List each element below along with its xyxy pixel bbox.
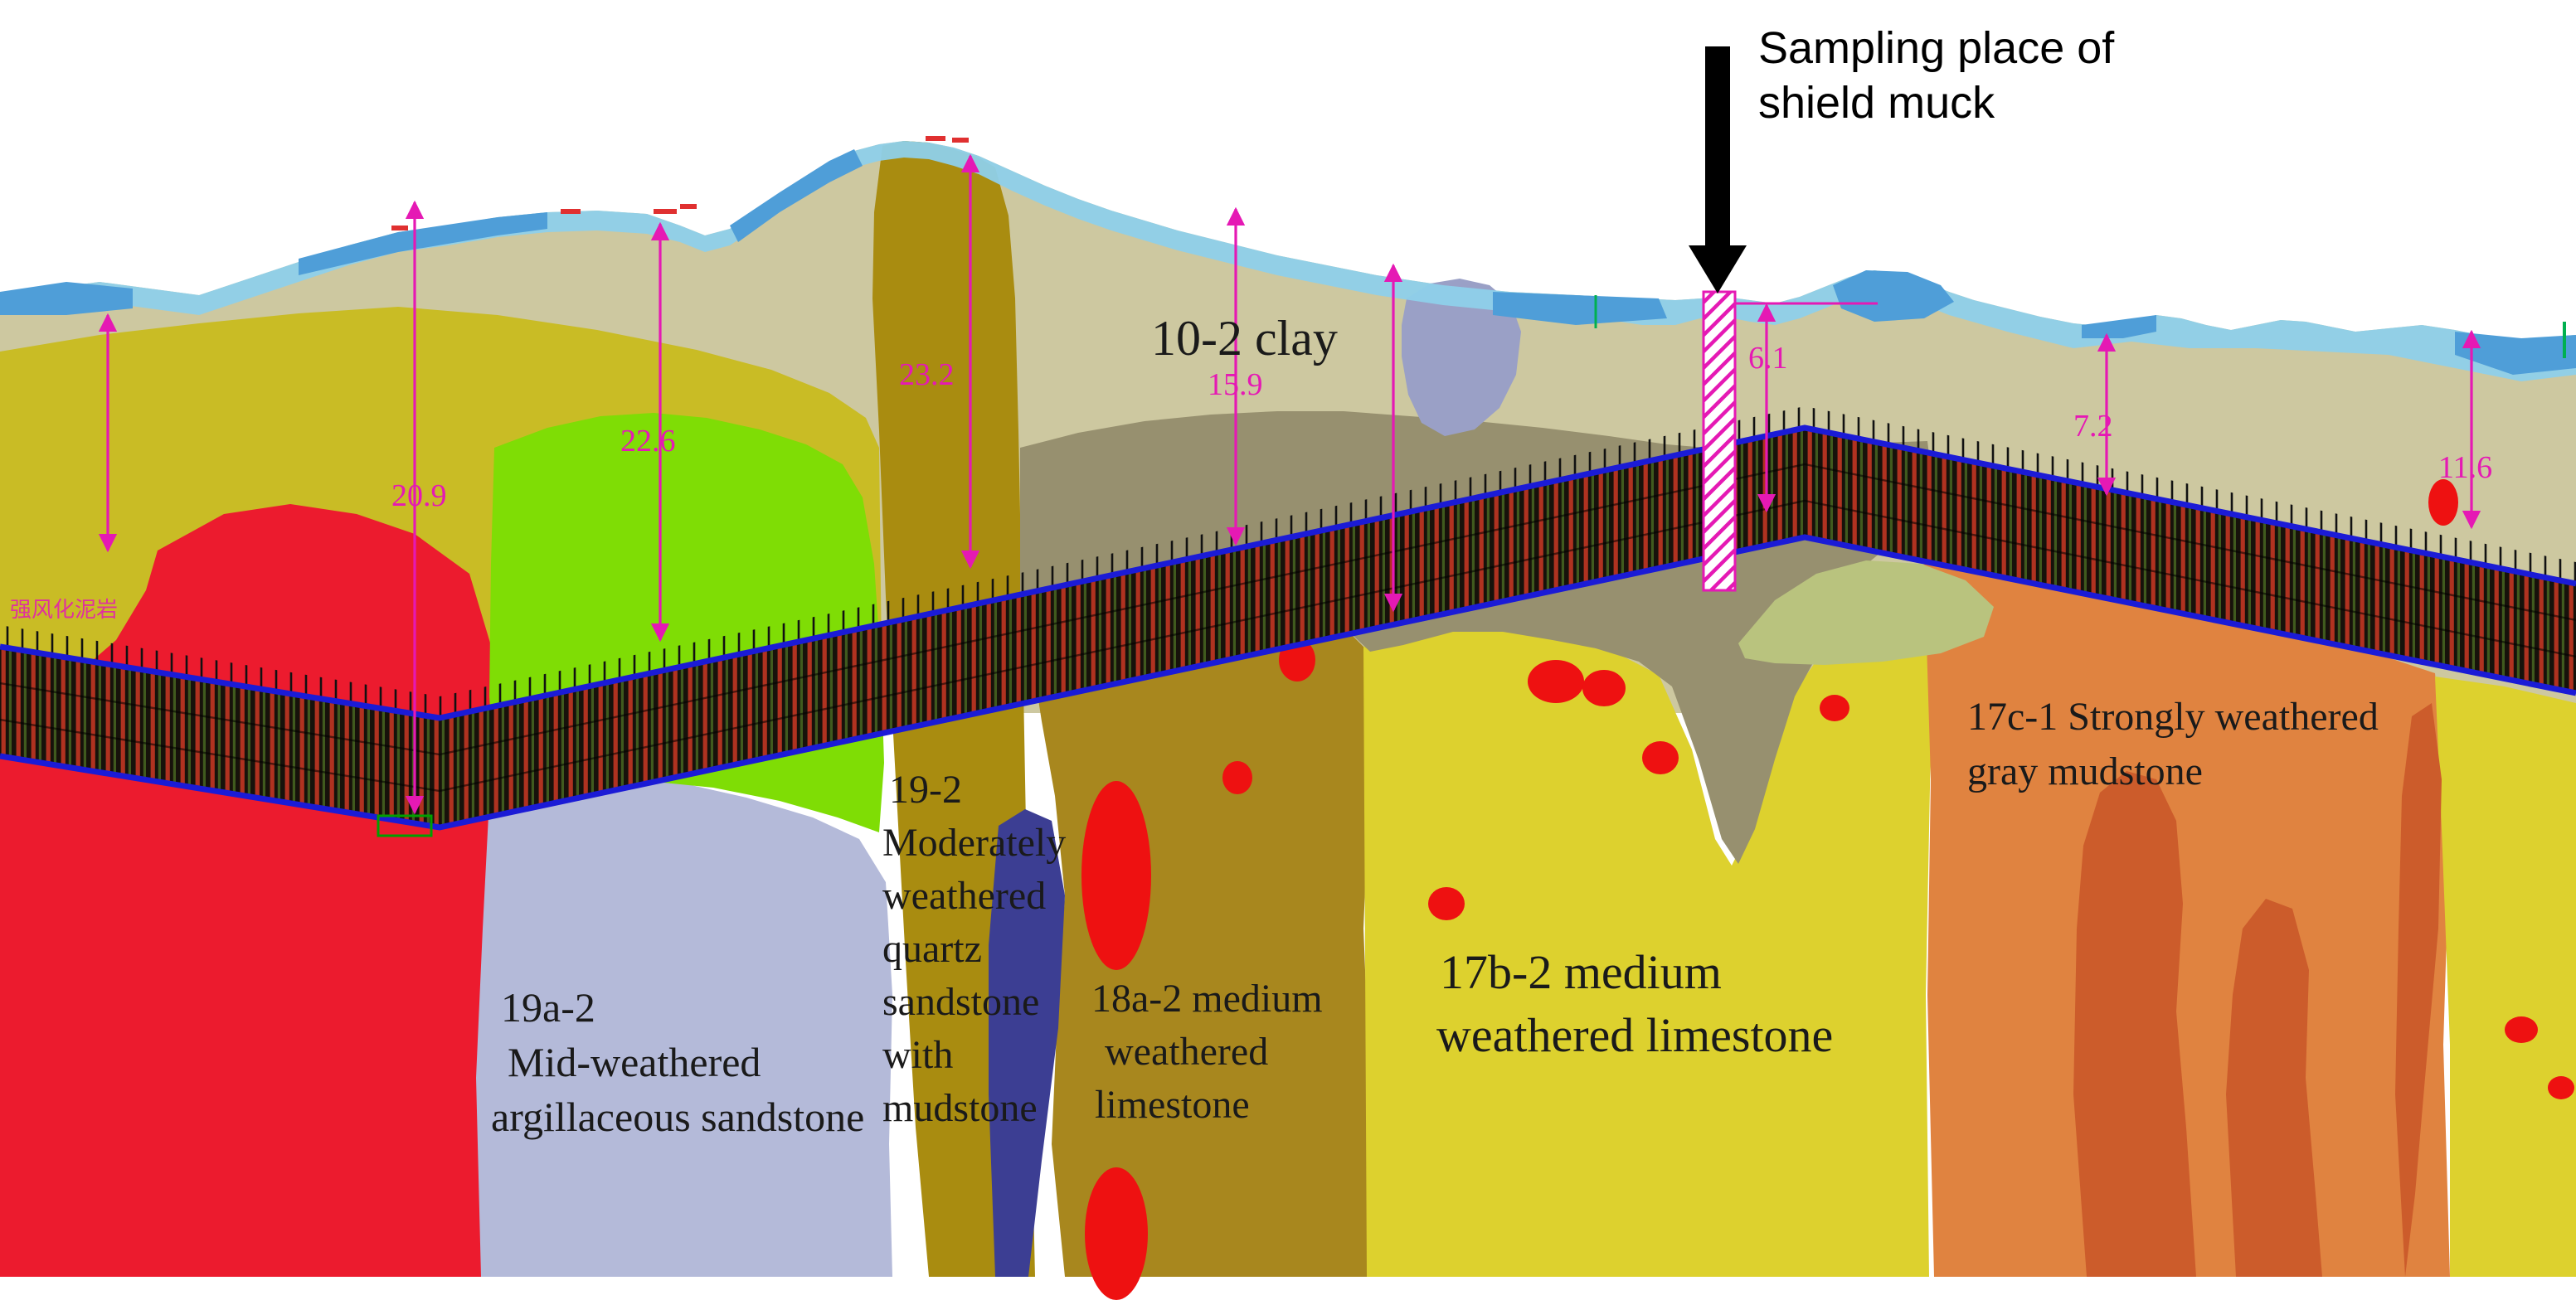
red-boulder (2505, 1016, 2538, 1043)
red-dash-mark (561, 209, 581, 214)
measurement-value: 15.9 (1208, 367, 1263, 402)
red-boulder (1528, 660, 1584, 703)
red-boulder (1582, 670, 1626, 706)
stratum-purple-gray-lens (1402, 279, 1521, 436)
surface-blue-patch (1833, 270, 1954, 322)
red-boulder (2548, 1076, 2574, 1099)
label-19-2: 19-2 Moderately weathered quartz sandsto… (882, 768, 1076, 1130)
label-19a2: 19a-2 Mid-weathered argillaceous sandsto… (491, 984, 864, 1140)
measurement-value: 7.2 (2073, 409, 2113, 444)
stratum-yellow-17b2 (1363, 564, 1931, 1277)
label-clay: 10-2 clay (1151, 311, 1338, 366)
label-sampling-annotation: Sampling place of shield muck (1758, 23, 2126, 128)
tunnel-low-point-bracket (377, 814, 433, 837)
surface-blue-patch (730, 149, 863, 242)
measurement-value: 20.9 (391, 478, 447, 513)
stratum-lavender-19a2 (476, 776, 892, 1277)
stratum-dark-blue-wedge (989, 809, 1065, 1277)
stratum-goldenrod-18a2 (1032, 580, 1370, 1277)
surface-blue-patch (2082, 315, 2156, 338)
measurement-value: 6.1 (1748, 341, 1788, 376)
tunnel-top-border (0, 424, 2576, 721)
tunnel-bottom-border (0, 534, 2576, 831)
surface-marks-group (391, 136, 2566, 358)
label-17b2: 17b-2 medium weathered limestone (1436, 945, 1833, 1062)
orange-dark-body (2395, 703, 2442, 1277)
measurements-group: 20.9 22.6 23.2 15.9 6.1 7.2 11.6 (391, 341, 2492, 513)
orange-dark-body (2226, 899, 2322, 1277)
red-dash-mark (654, 209, 677, 214)
red-boulder (1642, 741, 1679, 774)
surface-blue-patch (1493, 292, 1667, 325)
red-boulder (1081, 781, 1151, 970)
red-dash-mark (680, 204, 697, 209)
stratum-surface-blue (0, 141, 2576, 381)
red-boulder (1428, 887, 1465, 920)
measurement-value: 11.6 (2438, 450, 2492, 485)
red-boulder (1085, 1167, 1148, 1300)
sampling-borehole-column (1702, 290, 1737, 592)
tunnel-inner-line (0, 499, 2576, 793)
orange-dark-body (2073, 771, 2196, 1277)
red-boulder (2428, 479, 2458, 526)
surface-blue-patch (2455, 332, 2576, 375)
red-boulder (1222, 761, 1252, 794)
label-left-note: 强风化泥岩 (10, 597, 118, 622)
red-boulder (1820, 695, 1849, 721)
red-dash-mark (926, 136, 945, 141)
tunnel-group (0, 406, 2576, 837)
sampling-arrow-icon (1689, 46, 1747, 293)
tunnel-body (0, 428, 2576, 827)
red-dash-mark (391, 226, 408, 230)
label-17c1: 17c-1 Strongly weathered gray mudstone (1967, 695, 2389, 793)
measurement-value: 23.2 (899, 357, 955, 392)
sampling-group (1689, 46, 1878, 592)
label-18a2: 18a-2 medium weathered limestone (1091, 977, 1333, 1127)
stratum-green-khaki-patch (1738, 560, 1994, 665)
measurement-value: 22.6 (620, 424, 676, 458)
red-dash-mark (952, 138, 969, 143)
labels-group: 10-2 clay 19a-2 Mid-weathered argillaceo… (10, 23, 2389, 1140)
stratum-yellow-right (2435, 677, 2576, 1277)
tunnel-inner-line (0, 463, 2576, 756)
stratum-orange-17c1 (1924, 560, 2450, 1277)
surface-blue-patch (0, 282, 133, 315)
dimension-lines-group (98, 153, 2481, 815)
